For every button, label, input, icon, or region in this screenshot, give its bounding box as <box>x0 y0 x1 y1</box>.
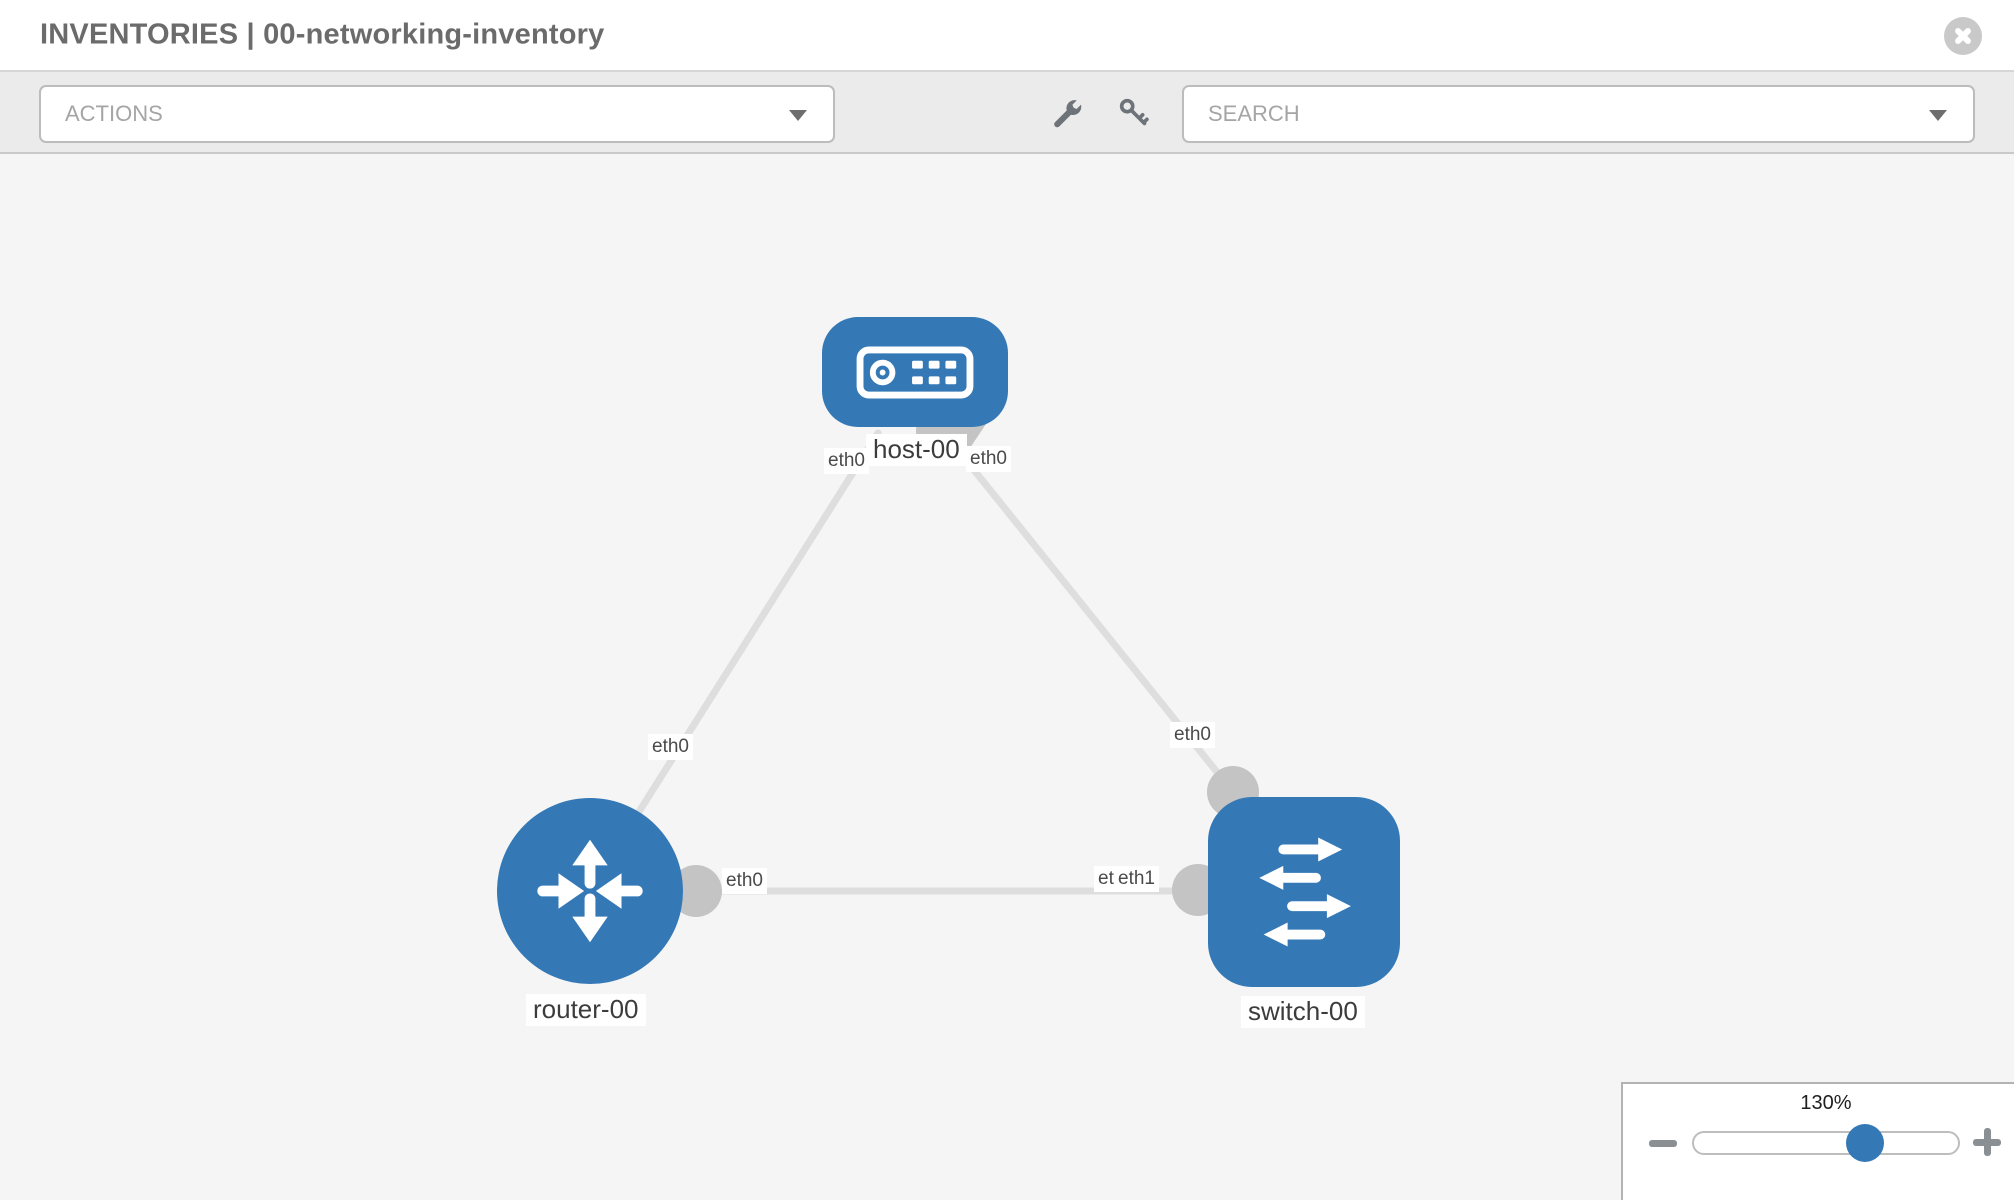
iface-label-host-right: eth0 <box>966 446 1011 472</box>
iface-label-host-left: eth0 <box>824 448 869 474</box>
node-host-00[interactable] <box>822 317 1008 427</box>
search-dropdown[interactable]: SEARCH <box>1182 85 1975 143</box>
link-host-router[interactable] <box>626 429 882 830</box>
credentials-button[interactable] <box>1116 96 1152 132</box>
zoom-slider-thumb[interactable] <box>1846 1124 1884 1162</box>
page-title: INVENTORIES | 00-networking-inventory <box>40 18 605 51</box>
zoom-in-button[interactable] <box>1972 1127 2002 1157</box>
iface-label-router-top: eth0 <box>648 734 693 760</box>
router-icon <box>537 839 643 943</box>
actions-dropdown-label: ACTIONS <box>65 101 163 126</box>
configure-button[interactable] <box>1049 96 1085 132</box>
actions-dropdown[interactable]: ACTIONS <box>39 85 835 143</box>
zoom-panel: 130% <box>1621 1082 2014 1200</box>
topology-canvas[interactable]: eth0 eth0 host-00 eth0 eth0 eth0 eth1 et… <box>0 154 2014 1200</box>
chevron-down-icon <box>789 110 807 121</box>
zoom-out-button[interactable] <box>1648 1128 1678 1158</box>
node-router-00[interactable] <box>497 798 683 984</box>
topology-links-layer <box>586 406 1304 917</box>
search-dropdown-label: SEARCH <box>1208 101 1300 126</box>
wrench-icon <box>1054 100 1082 128</box>
node-label-switch: switch-00 <box>1241 996 1365 1028</box>
zoom-slider-track[interactable] <box>1692 1124 1960 1162</box>
chevron-down-icon <box>1929 110 1947 121</box>
close-button[interactable] <box>1944 17 1982 55</box>
node-switch-00[interactable] <box>1208 797 1400 987</box>
zoom-level: 130% <box>1800 1092 1852 1114</box>
iface-label-router-right: eth0 <box>722 868 767 894</box>
iface-label-switch-left-front: eth1 <box>1114 866 1159 892</box>
router-right-interface-dot <box>670 865 722 917</box>
node-label-host: host-00 <box>866 434 967 466</box>
key-icon <box>1119 98 1149 126</box>
switch-icon <box>1259 837 1351 947</box>
header: INVENTORIES | 00-networking-inventory <box>0 0 2014 72</box>
node-label-router: router-00 <box>526 994 646 1026</box>
toolbar: ACTIONS SEARCH <box>0 72 2014 154</box>
minus-icon <box>1649 1140 1677 1147</box>
iface-label-switch-top: eth0 <box>1170 722 1215 748</box>
host-icon <box>856 345 974 399</box>
